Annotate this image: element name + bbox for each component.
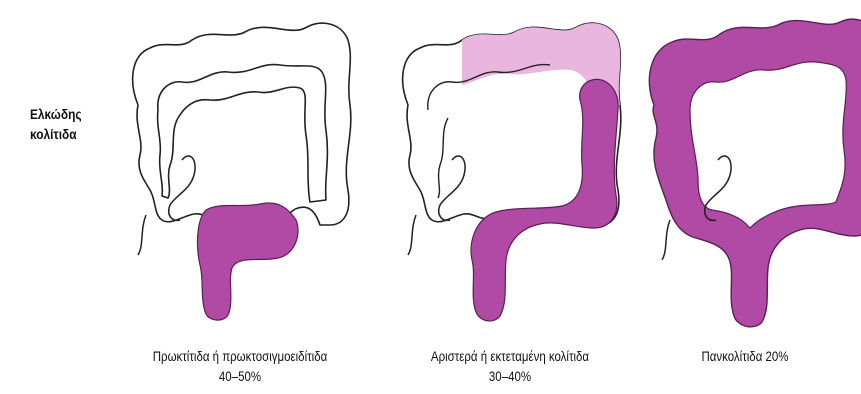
colon-panel-left-sided	[380, 10, 640, 330]
side-label-line-2: κολίτιδα	[30, 124, 82, 144]
colon-illustration-pancolitis	[640, 10, 861, 330]
caption-left-sided: Αριστερά ή εκτεταμένη κολίτιδα 30–40%	[379, 346, 641, 386]
inflamed-rectosigmoid	[198, 203, 298, 320]
colon-illustration-proctosigmoiditis	[110, 10, 370, 330]
caption-title: Πρωκτίτιδα ή πρωκτοσιγμοειδίτιδα	[109, 346, 371, 366]
appendix	[408, 215, 416, 255]
caption-title: Πανκολίτιδα 20%	[659, 346, 831, 366]
colon-panel-pancolitis	[640, 10, 861, 330]
colon-illustration-left-sided	[380, 10, 640, 330]
diagram-side-label: Ελκώδης κολίτιδα	[30, 104, 82, 144]
side-label-line-1: Ελκώδης	[30, 104, 82, 124]
appendix	[138, 215, 146, 255]
appendix	[662, 220, 670, 260]
caption-title: Αριστερά ή εκτεταμένη κολίτιδα	[379, 346, 641, 366]
colon-outline	[133, 23, 351, 225]
caption-percentage: 40–50%	[109, 366, 371, 386]
colon-panel-proctosigmoiditis	[110, 10, 370, 330]
colon-lumen-space	[690, 62, 846, 228]
caption-pancolitis: Πανκολίτιδα 20%	[659, 346, 831, 366]
caption-proctosigmoiditis: Πρωκτίτιδα ή πρωκτοσιγμοειδίτιδα 40–50%	[109, 346, 371, 386]
caption-percentage: 30–40%	[379, 366, 641, 386]
